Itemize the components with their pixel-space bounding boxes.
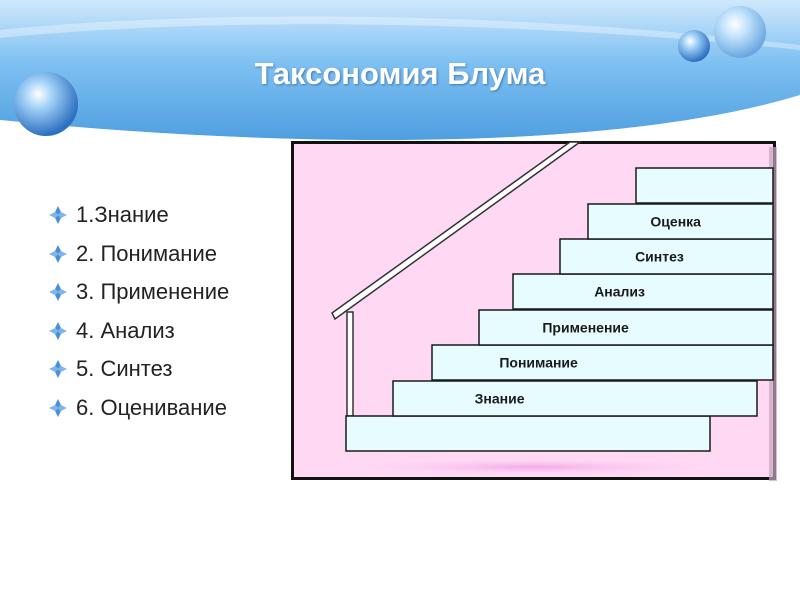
stair-step (559, 238, 774, 275)
diamond-bullet-icon (49, 244, 67, 263)
stair-step (478, 309, 774, 346)
stair-step (635, 167, 774, 204)
bullet-item: 5. Синтез (48, 350, 229, 389)
floor-shadow (341, 458, 725, 476)
handrail (331, 141, 583, 321)
stair-step-label: Понимание (499, 355, 578, 371)
bullet-list: 1.Знание 2. Понимание 3. Применение 4. Анал… (48, 196, 229, 427)
stair-step (345, 415, 711, 452)
bullet-text: 3. Применение (76, 279, 230, 305)
bullet-text: 5. Синтез (76, 356, 173, 382)
stair-step-label: Оценка (650, 214, 701, 230)
orb-decoration-left (14, 72, 78, 136)
diamond-bullet-icon (49, 398, 67, 417)
stair-step-label: Синтез (635, 249, 684, 265)
handrail-post (346, 311, 354, 417)
header-background (0, 0, 800, 140)
diamond-bullet-icon (49, 360, 67, 379)
steps-group: Знание Понимание Применение Анализ Синтез Оце… (345, 167, 774, 452)
bullet-item: 1.Знание (48, 196, 229, 235)
stair-step-label: Анализ (594, 284, 645, 300)
stair-step (431, 344, 774, 381)
diamond-bullet-icon (49, 206, 67, 225)
staircase-svg: Знание Понимание Применение Анализ Синтез Оце… (291, 141, 777, 481)
stair-step-label: Применение (542, 320, 629, 336)
header-banner (0, 0, 800, 140)
bullet-text: 4. Анализ (76, 317, 175, 343)
stair-step (587, 203, 774, 240)
bullet-item: 4. Анализ (48, 312, 229, 351)
orb-decoration-right (714, 6, 766, 58)
slide-title: Таксономия Блума (254, 56, 546, 91)
stair-step-label: Знание (475, 391, 525, 407)
orb-decoration-small (678, 30, 710, 62)
bullet-item: 3. Применение (48, 273, 229, 312)
staircase-diagram: Знание Понимание Применение Анализ Синтез Оце… (291, 141, 779, 483)
bullet-text: 1.Знание (76, 202, 169, 228)
diamond-bullet-icon (49, 321, 67, 340)
bullet-text: 6. Оценивание (76, 394, 227, 420)
stair-step (392, 380, 758, 417)
diamond-bullet-icon (49, 283, 67, 302)
bullet-item: 6. Оценивание (48, 389, 229, 428)
stair-step (512, 273, 774, 310)
bullet-text: 2. Понимание (76, 240, 217, 266)
bullet-item: 2. Понимание (48, 235, 229, 274)
